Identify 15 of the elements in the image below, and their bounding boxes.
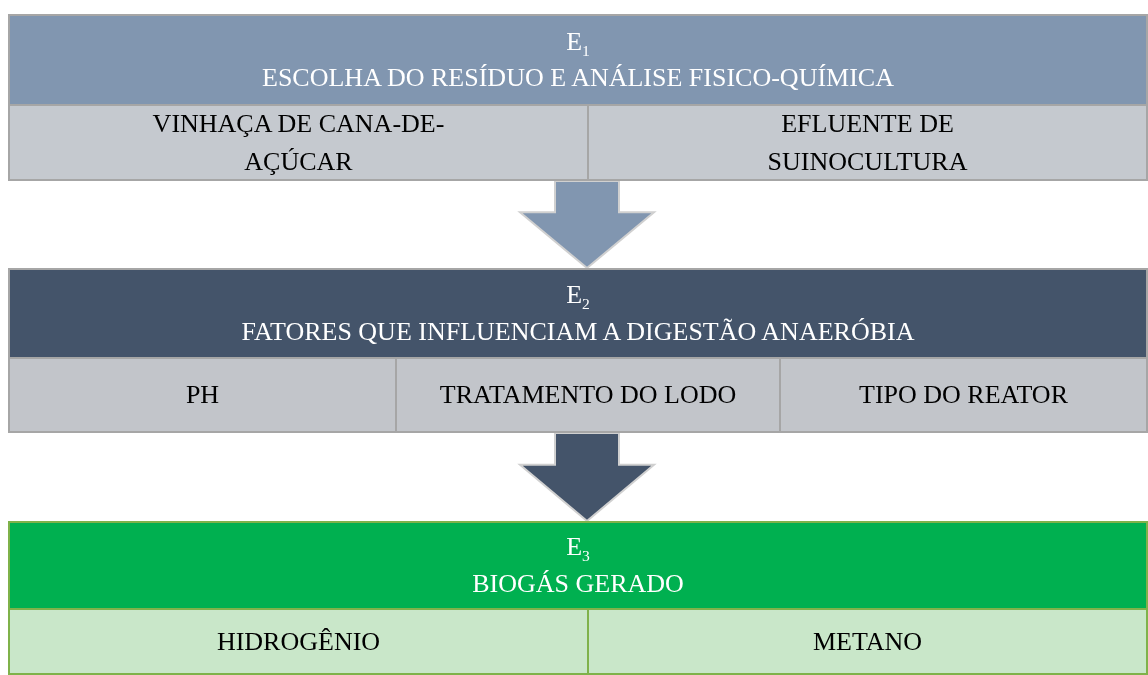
category-cell: EFLUENTE DE SUINOCULTURA [587,104,1146,179]
block-arrow [517,180,657,270]
category-cell: TRATAMENTO DO LODO [395,357,779,431]
stage-heading: ESCOLHA DO RESÍDUO E ANÁLISE FISICO-QUÍMICA [261,62,895,95]
stage-heading: FATORES QUE INFLUENCIAM A DIGESTÃO ANAERÓBIA [240,315,916,348]
stage-number: E$_{1}$ [565,25,591,62]
category-cell: METANO [587,608,1146,673]
stage-panel [8,268,1148,433]
stage-number: E$_{2}$ [565,279,591,315]
stage-panel [8,14,1148,181]
block-arrow [517,432,657,523]
stage-number: E$_{3}$ [565,531,591,567]
category-cell: TIPO DO REATOR [779,357,1146,431]
stage-panel [8,521,1148,675]
stage-heading: BIOGÁS GERADO [471,567,685,600]
